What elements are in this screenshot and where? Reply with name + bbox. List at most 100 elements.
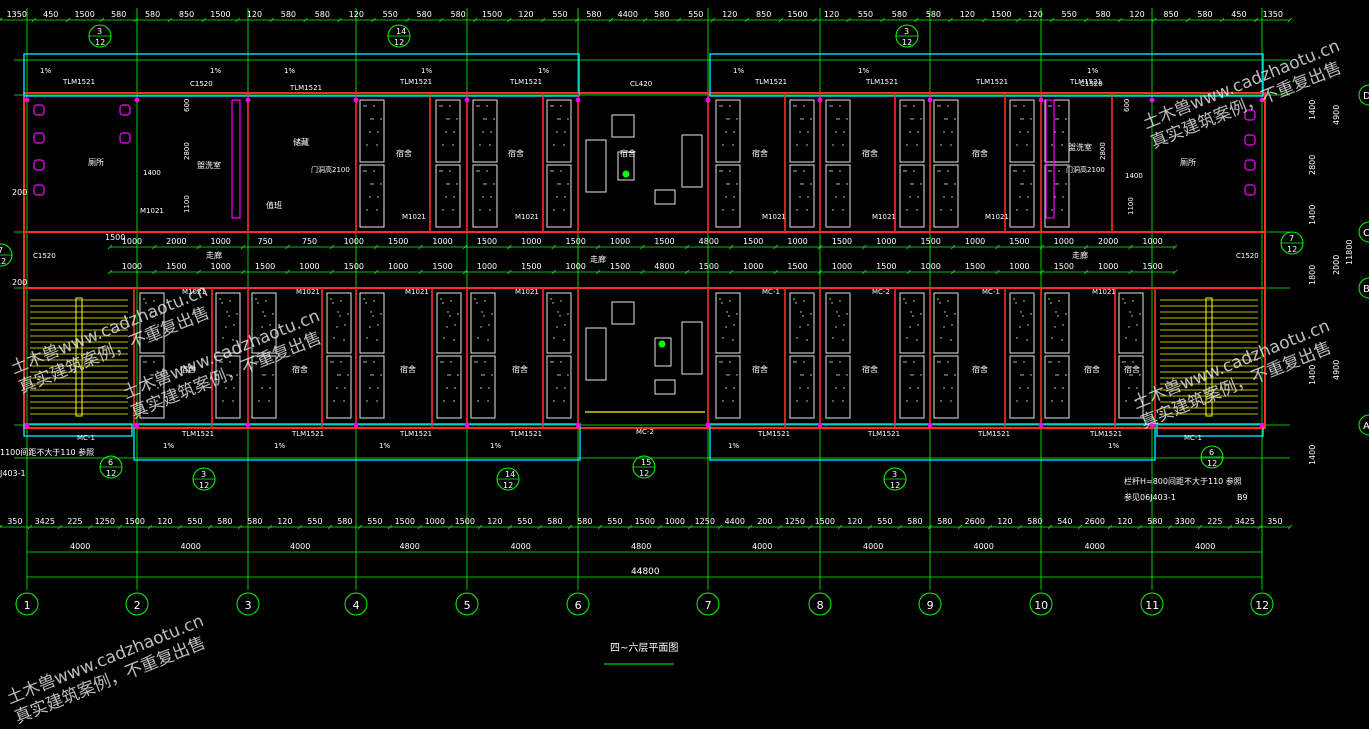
bed-speckle	[261, 387, 263, 389]
corridor-dim-top-tick	[107, 244, 113, 250]
corridor-dim-top-tick	[418, 244, 423, 250]
corridor-dim-top-tick	[728, 244, 734, 250]
bed-speckle	[559, 315, 561, 317]
axis-bubble-label: 10	[1034, 599, 1048, 612]
bed-speckle	[229, 361, 231, 363]
bed-speckle	[1050, 105, 1052, 107]
bottom-dim-text: 200	[757, 517, 772, 526]
bed-speckle	[567, 183, 569, 185]
bed-speckle	[372, 374, 374, 376]
bed-block	[546, 292, 572, 354]
bed-speckle	[477, 400, 479, 402]
bed-speckle	[474, 361, 476, 363]
bed-speckle	[732, 339, 734, 341]
corridor-dim-bottom-tick	[107, 269, 113, 275]
bed-speckle	[482, 196, 484, 198]
bed-speckle	[557, 311, 559, 313]
bed-block	[436, 355, 462, 419]
slope-label: 1%	[858, 67, 869, 75]
bed-speckle	[1055, 311, 1057, 313]
room-label: 值班	[266, 200, 282, 210]
bed-speckle	[729, 300, 731, 302]
bed-speckle	[480, 387, 482, 389]
bed-block	[1044, 99, 1070, 163]
detail-callout-sheet: 12	[199, 481, 209, 490]
window-label: C1520	[1236, 252, 1259, 260]
bed-speckle	[563, 209, 565, 211]
bed-speckle	[479, 144, 481, 146]
bed-speckle	[258, 400, 260, 402]
door-label: M1021	[182, 288, 206, 296]
bed-speckle	[449, 170, 451, 172]
dorm-label: 宿舍	[1124, 364, 1140, 374]
bed-speckle	[909, 387, 911, 389]
bed-speckle	[1026, 339, 1028, 341]
toilet-fixture	[33, 104, 45, 116]
bed-speckle	[806, 339, 808, 341]
bed-speckle	[145, 361, 147, 363]
bottom-dim-text: 120	[157, 517, 172, 526]
bed-speckle	[729, 105, 731, 107]
dorm-label: 宿舍	[180, 364, 196, 374]
slope-label: 1%	[490, 442, 501, 450]
bed-speckle	[457, 374, 459, 376]
top-dim-tick	[982, 17, 987, 23]
bed-speckle	[736, 313, 738, 315]
bed-speckle	[905, 170, 907, 172]
bed-speckle	[1124, 302, 1126, 304]
bed-speckle	[831, 302, 833, 304]
corridor-dim-top-tick	[595, 244, 601, 250]
bed-speckle	[1132, 300, 1134, 302]
bottom-dim-text: 1500	[125, 517, 145, 526]
slope-label: 1%	[284, 67, 295, 75]
window-label: TLM1521	[399, 430, 432, 438]
bed-speckle	[829, 170, 831, 172]
window-label: TLM1521	[509, 430, 542, 438]
bed-speckle	[946, 118, 948, 120]
bed-speckle	[843, 387, 845, 389]
column-marker	[1259, 97, 1265, 103]
bay-dim-text: 4000	[290, 542, 310, 551]
corridor-dim-top-tick	[862, 244, 867, 250]
furniture	[24, 97, 1265, 428]
door-label: M1021	[515, 213, 539, 221]
bed-speckle	[1020, 311, 1022, 313]
window-label: TLM1521	[289, 84, 322, 92]
corridor-dim-top-tick	[551, 244, 557, 250]
bed-speckle	[732, 400, 734, 402]
bed-speckle	[917, 324, 919, 326]
window-label: TLM1521	[1089, 430, 1122, 438]
bed-speckle	[226, 311, 228, 313]
bed-speckle	[448, 118, 450, 120]
corridor-dim-top-text: 1500	[1009, 237, 1029, 246]
bottom-dim-tick	[1047, 524, 1053, 530]
bed-speckle	[1125, 400, 1127, 402]
room-label: 储藏	[293, 137, 309, 147]
door-label: M1021	[872, 213, 896, 221]
bed-speckle	[441, 105, 443, 107]
bed-speckle	[1065, 374, 1067, 376]
bed-speckle	[476, 170, 478, 172]
corridor-dim-bottom-text: 1500	[876, 262, 896, 271]
bed-speckle	[330, 298, 332, 300]
bed-speckle	[839, 300, 841, 302]
bed-speckle	[1058, 105, 1060, 107]
bottom-dim-tick	[237, 524, 243, 530]
top-dim-text: 580	[417, 10, 432, 19]
slope-label: 1%	[379, 442, 390, 450]
column-marker	[24, 97, 30, 103]
top-dim-text: 1500	[74, 10, 94, 19]
detail-callout-sheet: 12	[1287, 245, 1297, 254]
corridor-dim-top-tick	[817, 244, 823, 250]
bed-speckle	[221, 361, 223, 363]
bed-speckle	[486, 170, 488, 172]
bed-speckle	[153, 361, 155, 363]
right-inner-dim-text: 1400	[1308, 100, 1317, 120]
bottom-dim-text: 3425	[1235, 517, 1255, 526]
bay-dim-text: 4000	[752, 542, 772, 551]
bed-speckle	[909, 326, 911, 328]
bed-speckle	[944, 311, 946, 313]
balcony-south-right	[709, 423, 1156, 461]
